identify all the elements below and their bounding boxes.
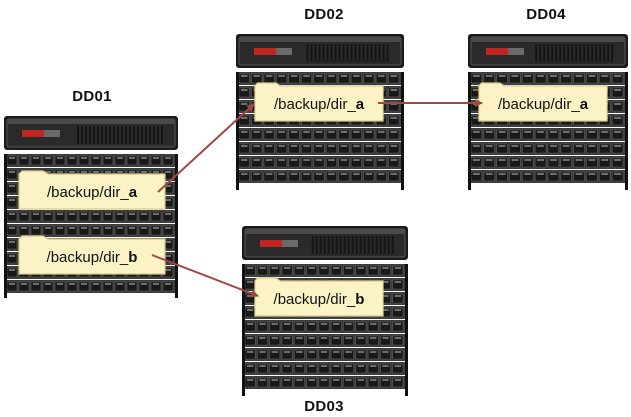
folder-path-suffix: a — [579, 95, 589, 113]
node-label-dd02: DD02 — [304, 6, 344, 23]
folder-path-prefix: /backup/dir_ — [497, 95, 580, 113]
arrow-dd01-to-dd02 — [157, 103, 255, 193]
folder-dd02-dir-a: /backup/dir_a — [254, 82, 384, 122]
folder-dd01-dir-b: /backup/dir_b — [18, 235, 166, 275]
arrow-dd01-to-dd03 — [151, 254, 259, 298]
node-label-dd03: DD03 — [304, 398, 344, 415]
folder-path-prefix: /backup/dir_ — [273, 95, 356, 113]
folder-dd01-dir-a: /backup/dir_a — [18, 170, 166, 210]
folder-path-prefix: /backup/dir_ — [46, 183, 129, 201]
node-label-dd04: DD04 — [526, 6, 566, 23]
folder-icon — [18, 170, 166, 210]
folder-path-suffix: b — [355, 290, 365, 308]
folder-dd03-dir-b: /backup/dir_b — [254, 277, 384, 317]
folder-path-suffix: a — [128, 183, 138, 201]
folder-icon — [254, 277, 384, 317]
folder-path-suffix: a — [355, 95, 365, 113]
folder-icon — [478, 82, 608, 122]
folder-path-prefix: /backup/dir_ — [46, 248, 129, 266]
folder-icon — [18, 235, 166, 275]
folder-path-suffix: b — [128, 248, 138, 266]
folder-dd04-dir-a: /backup/dir_a — [478, 82, 608, 122]
folder-path-prefix: /backup/dir_ — [273, 290, 356, 308]
node-label-dd01: DD01 — [72, 88, 112, 105]
folder-icon — [254, 82, 384, 122]
